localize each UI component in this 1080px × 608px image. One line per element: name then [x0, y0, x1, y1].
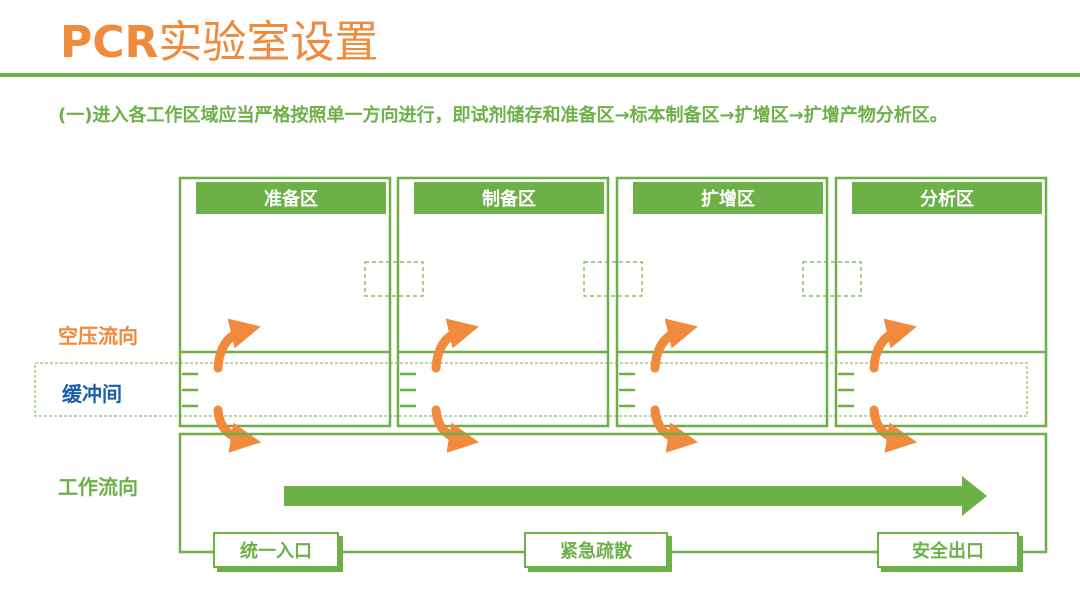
- pass-window-2: [583, 261, 643, 297]
- vent-marks-1: [182, 372, 198, 408]
- title-divider: [0, 73, 1080, 77]
- page-title: PCR实验室设置: [60, 6, 378, 70]
- entrance-door-label: 统一入口: [213, 532, 339, 568]
- work-flow-label: 工作流向: [58, 475, 138, 499]
- air-flow-arrows-3: [650, 318, 699, 453]
- work-flow-arrow: [284, 476, 987, 516]
- exit-door-label: 安全出口: [877, 532, 1019, 568]
- buffer-zone-band: [34, 362, 1028, 417]
- room-label-amplify: 扩增区: [633, 182, 823, 214]
- room-label-analysis: 分析区: [852, 182, 1042, 214]
- buffer-label: 缓冲间: [62, 382, 122, 406]
- pass-window-1: [364, 261, 424, 297]
- air-flow-arrows-4: [869, 318, 918, 453]
- room-box-4: [834, 176, 1048, 428]
- room-box-1: [178, 176, 392, 428]
- pass-window-3: [802, 261, 862, 297]
- air-flow-label: 空压流向: [58, 324, 138, 348]
- vent-marks-3: [619, 372, 635, 408]
- room-label-prep: 准备区: [196, 182, 386, 214]
- room-box-3: [615, 176, 829, 428]
- title-latin: PCR: [60, 17, 159, 68]
- intro-text: (一)进入各工作区域应当严格按照单一方向进行，即试剂储存和准备区→标本制备区→扩…: [58, 105, 948, 126]
- emergency-door-label: 紧急疏散: [524, 532, 668, 568]
- room-box-2: [396, 176, 610, 428]
- air-flow-arrows-1: [213, 318, 262, 453]
- air-flow-arrows-2: [431, 318, 480, 453]
- title-cn: 实验室设置: [158, 17, 379, 68]
- room-label-sample: 制备区: [414, 182, 604, 214]
- vent-marks-2: [400, 372, 416, 408]
- vent-marks-4: [838, 372, 854, 408]
